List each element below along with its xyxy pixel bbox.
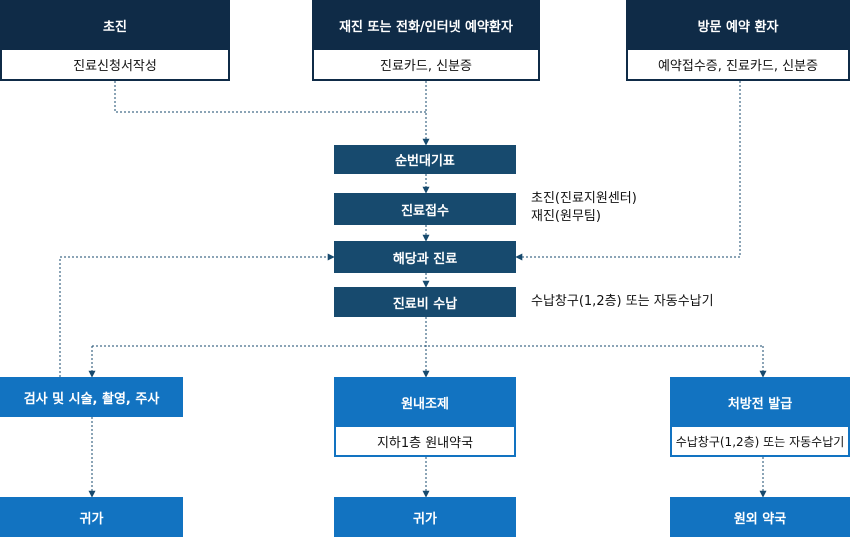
connector-first-visit <box>114 81 426 113</box>
payment-note: 수납창구(1,2층) 또는 자동수납기 <box>531 294 714 309</box>
prescription-sub: 수납창구(1,2층) 또는 자동수납기 <box>670 427 850 457</box>
prescription-box: 처방전 발급 <box>670 377 850 427</box>
connector-exam-return <box>59 253 335 377</box>
prescription-end-box: 원외 약국 <box>670 497 850 537</box>
inhouse-end-box: 귀가 <box>334 497 516 537</box>
first-visit-sub: 진료신청서작성 <box>0 50 230 81</box>
treatment-box: 해당과 진료 <box>334 241 516 273</box>
inhouse-sub: 지하1층 원내약국 <box>334 427 516 457</box>
exam-box: 검사 및 시술, 촬영, 주사 <box>0 377 183 417</box>
revisit-box: 재진 또는 전화/인터넷 예약환자 <box>312 0 540 50</box>
reception-box: 진료접수 <box>334 193 516 225</box>
inhouse-box: 원내조제 <box>334 377 516 427</box>
payment-box: 진료비 수납 <box>334 287 516 317</box>
queue-ticket-box: 순번대기표 <box>334 145 516 174</box>
exam-end-box: 귀가 <box>0 497 183 537</box>
revisit-sub: 진료카드, 신분증 <box>312 50 540 81</box>
visit-reserve-sub: 예약접수증, 진료카드, 신분증 <box>626 50 850 81</box>
connector-visit-reserve <box>515 81 741 261</box>
visit-reserve-box: 방문 예약 환자 <box>626 0 850 50</box>
first-visit-box: 초진 <box>0 0 230 50</box>
reception-note-line2: 재진(원무팀) <box>531 209 601 224</box>
reception-note-line1: 초진(진료지원센터) <box>531 191 637 206</box>
reception-note: 초진(진료지원센터) 재진(원무팀) <box>531 190 637 226</box>
